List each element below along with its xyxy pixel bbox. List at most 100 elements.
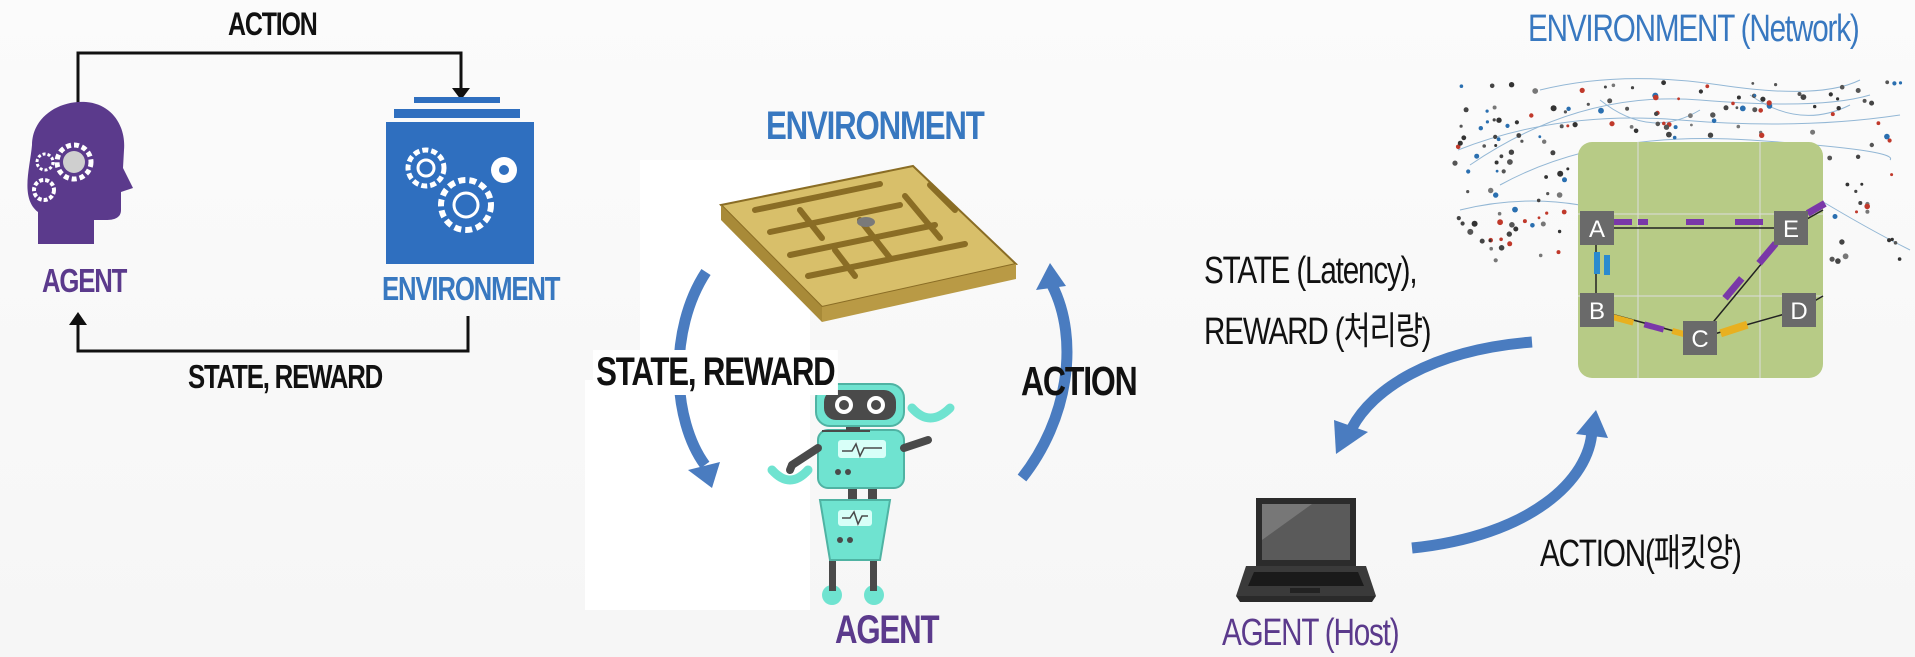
crowd-dot <box>1629 125 1634 129</box>
crowd-dot <box>1630 86 1635 90</box>
crowd-dot <box>1885 80 1890 85</box>
crowd-dot <box>1546 192 1550 196</box>
crowd-dot <box>1544 175 1548 179</box>
crowd-dot <box>1797 92 1802 96</box>
crowd-dot <box>1723 105 1729 111</box>
panel1-agent-label: AGENT <box>42 262 127 299</box>
crowd-dot <box>1466 190 1470 194</box>
crowd-dot <box>1509 222 1515 228</box>
crowd-dot <box>1690 123 1693 127</box>
node-c-label: C <box>1691 326 1708 353</box>
crowd-dot <box>1506 231 1513 237</box>
crowd-dot <box>1836 106 1841 111</box>
crowd-dot <box>1865 209 1870 214</box>
node-d-label: D <box>1790 298 1807 325</box>
crowd-dot <box>1766 100 1772 106</box>
crowd-dot <box>1876 121 1881 126</box>
agent-head-icon <box>27 101 133 244</box>
panel2-environment-label: ENVIRONMENT <box>766 104 985 148</box>
crowd-dot <box>1572 122 1578 128</box>
laptop-icon <box>1236 498 1376 602</box>
crowd-dot <box>1673 125 1678 130</box>
crowd-dot <box>1736 124 1741 129</box>
crowd-dot <box>1751 82 1755 85</box>
crowd-dot <box>1497 211 1502 216</box>
crowd-dot <box>1467 228 1474 235</box>
crowd-dot <box>1474 153 1480 159</box>
crowd-dot <box>1460 221 1465 226</box>
crowd-dot <box>1579 87 1585 93</box>
crowd-dot <box>1609 121 1615 127</box>
crowd-dot <box>1479 238 1485 244</box>
crowd-dot <box>1736 95 1741 100</box>
panel3-state-label: STATE (Latency), <box>1204 250 1418 292</box>
crowd-dot <box>1498 245 1505 251</box>
panel3-reward-label: REWARD (처리량) <box>1204 311 1432 353</box>
crowd-dot <box>1463 107 1469 113</box>
crowd-dot <box>1456 216 1461 221</box>
crowd-dot <box>1508 149 1515 155</box>
crowd-dot <box>1898 81 1903 85</box>
crowd-dot <box>1455 144 1461 150</box>
action-forward-arrow <box>1411 429 1598 554</box>
crowd-dot <box>1774 83 1778 87</box>
crowd-dot <box>1488 239 1492 243</box>
crowd-dot <box>1488 187 1494 194</box>
crowd-dot <box>1688 113 1693 119</box>
crowd-dot <box>1559 124 1564 129</box>
crowd-dot <box>1705 84 1710 89</box>
environment-gears-icon <box>386 97 534 264</box>
panel1-action-arrow <box>76 51 463 140</box>
panel1-action-arrowhead <box>452 88 470 100</box>
crowd-dot <box>1562 177 1567 183</box>
node-b-label: B <box>1589 298 1605 325</box>
crowd-dot <box>1466 169 1471 174</box>
crowd-dot <box>1663 124 1670 130</box>
crowd-dot <box>1662 121 1666 126</box>
crowd-dot <box>1836 97 1840 101</box>
crowd-dot <box>1603 85 1607 89</box>
crowd-dot <box>1855 154 1861 159</box>
crowd-dot <box>1538 253 1543 258</box>
crowd-dot <box>1884 133 1890 140</box>
crowd-dot <box>1893 241 1898 245</box>
crowd-dot <box>1711 118 1717 124</box>
crowd-dot <box>1827 155 1833 161</box>
crowd-dot <box>1478 126 1484 131</box>
crowd-dot <box>1459 124 1463 128</box>
crowd-dot <box>1550 150 1556 156</box>
panel2-agent-label: AGENT <box>835 608 940 652</box>
crowd-dot <box>1489 246 1493 251</box>
crowd-dot <box>1482 144 1486 148</box>
panel1-state-reward-label: STATE, REWARD <box>188 358 383 395</box>
crowd-dot <box>1492 105 1497 110</box>
crowd-dot <box>1832 214 1838 219</box>
crowd-dot <box>1499 237 1503 242</box>
crowd-dot <box>1813 104 1817 109</box>
crowd-dot <box>1698 89 1703 94</box>
crowd-dot <box>1496 137 1501 142</box>
crowd-dot <box>1598 107 1604 114</box>
crowd-dot <box>1869 142 1875 148</box>
crowd-dot <box>1494 144 1498 147</box>
crowd-dot <box>1839 239 1845 245</box>
crowd-dot <box>1461 135 1467 141</box>
crowd-dot <box>1854 189 1858 193</box>
crowd-dot <box>1760 96 1766 102</box>
panel2-state-reward-label: STATE, REWARD <box>593 350 838 395</box>
crowd-dot <box>1499 154 1504 159</box>
crowd-dot <box>1625 106 1630 111</box>
crowd-dot <box>1758 108 1763 113</box>
crowd-dot <box>1892 81 1897 86</box>
crowd-dot <box>1529 113 1534 118</box>
crowd-dot <box>1497 219 1503 226</box>
crowd-dot <box>1855 88 1861 93</box>
crowd-dot <box>1897 257 1902 261</box>
node-e-label: E <box>1783 216 1799 243</box>
crowd-dot <box>1556 250 1561 255</box>
crowd-dot <box>1452 160 1458 166</box>
crowd-dot <box>1566 106 1571 112</box>
crowd-dot <box>1828 92 1833 97</box>
crowd-dot <box>1507 241 1513 247</box>
